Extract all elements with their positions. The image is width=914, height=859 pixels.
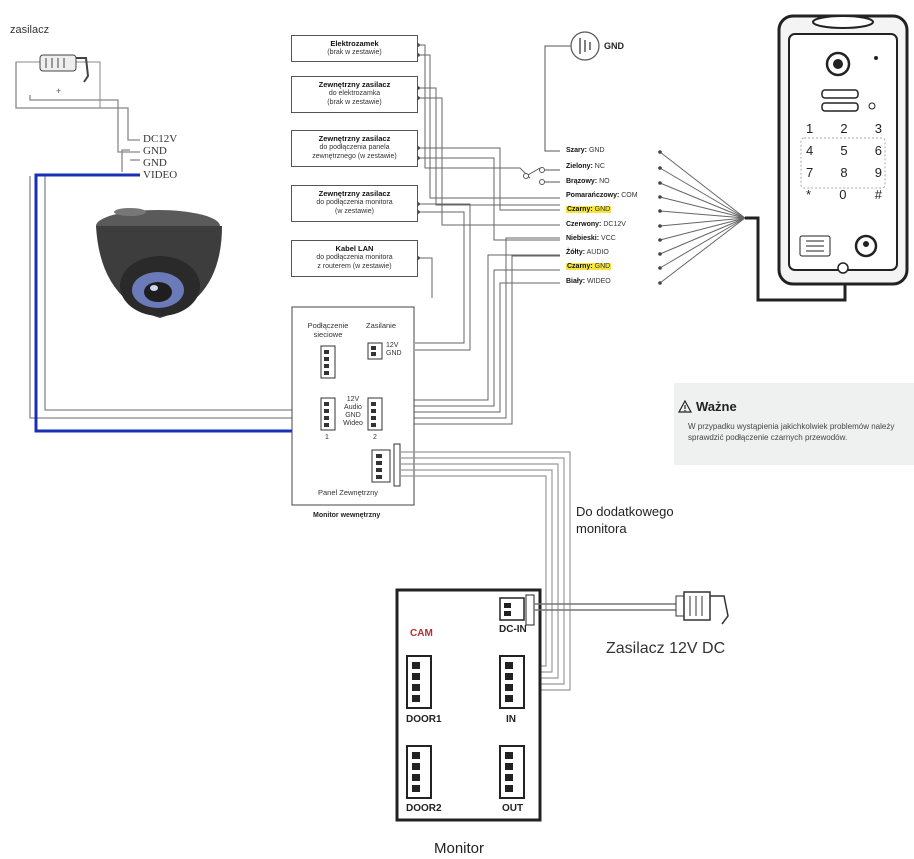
key: 8 [840,165,848,180]
out-label: OUT [502,803,524,814]
note-text: W przypadku wystąpienia jakichkolwiek pr… [688,422,895,442]
lock-psu-line2: (brak w zestawie) [327,99,382,106]
key: 1 [806,121,814,136]
wire-label: Szary: GND [566,147,605,154]
wire-label: Czarny: GND [566,206,612,213]
warning-icon [678,400,692,413]
key: 2 [840,121,848,136]
camera-pin-gnd-2: GND [143,157,167,169]
ground-symbol-icon [544,31,600,152]
camera-pin-dc12v: DC12V [143,133,178,145]
panel-psu-line1: do podłączenia panela [319,144,390,151]
key: # [874,187,882,202]
panel-label: Panel Zewnętrzny [318,488,379,497]
wire-label: Brązowy: NO [566,178,610,185]
cam-label: CAM [410,628,433,639]
monitor-unit [395,588,542,822]
wire-label: Czarny: GND [566,263,612,270]
video-wire [34,173,320,433]
lock-box: Elektrozamek (brak w zestawie) [291,35,418,62]
door1-label: DOOR1 [406,714,442,725]
camera-power-wires [15,62,320,419]
psu-label: zasilacz [10,24,50,36]
lan-line1: do podłączenia monitora [316,254,393,261]
key: 0 [839,187,847,202]
panel-psu-box: Zewnętrzny zasilacz do podłączenia panel… [291,130,418,167]
lan-line2: z routerem (w zestawie) [317,263,392,270]
key: 3 [874,121,882,136]
key: 7 [806,165,814,180]
key: 5 [840,143,848,158]
lan-title: Kabel LAN [335,244,374,253]
wire-label: Zielony: NC [566,163,605,170]
inner-monitor-caption: Monitor wewnętrzny [313,512,381,519]
wire-label: Pomarańczowy: COM [566,192,638,199]
monitor-psu-box: Zewnętrzny zasilacz do podłączenia monit… [291,185,418,222]
power-label: Zasilanie [366,321,397,330]
camera-pin-video: VIDEO [143,169,178,181]
wire-label: Czerwony: DC12V [566,221,626,228]
lock-title: Elektrozamek [330,39,379,48]
dcin-label: DC-IN [499,624,527,635]
door2-number: 2 [373,434,377,441]
note-title: Ważne [696,399,737,414]
lock-psu-line1: do elektrozamka [328,90,381,97]
camera-pin-labels: DC12V GND GND VIDEO [143,133,177,181]
key: 9 [874,165,882,180]
key: 6 [874,143,882,158]
relay-switch-icon [523,167,560,185]
plus-sign: + [56,86,62,96]
door-panel [777,14,909,286]
inner-monitor-unit [291,306,415,506]
panel-psu-title: Zewnętrzny zasilacz [318,134,391,143]
dc-plug-icon [534,591,729,625]
monitor-caption: Monitor [434,840,485,857]
monitor-psu-title: Zewnętrzny zasilacz [318,189,391,198]
wire-label: Biały: WIDEO [566,278,611,285]
camera-pin-gnd-1: GND [143,145,167,157]
wire-label: Żółty: AUDIO [566,249,609,256]
box-wires [412,44,560,425]
dome-camera-icon [96,208,222,318]
keypad: 1 2 3 4 5 6 7 8 9 * 0 # [806,118,882,206]
door1-number: 1 [325,434,329,441]
lock-text: (brak w zestawie) [327,49,382,56]
gnd-label: GND [604,41,624,51]
panel-psu-line2: zewnętrznego (w zestawie) [312,153,397,160]
monitor-psu-line2: (w zestawie) [335,208,374,215]
monitor-psu-line1: do podłączenia monitora [316,199,393,206]
wire-fan [659,151,847,302]
key: 4 [806,143,814,158]
in-label: IN [506,714,516,725]
lock-psu-box: Zewnętrzny zasilacz do elektrozamka (bra… [291,76,418,113]
important-note: Ważne W przypadku wystąpienia jakichkolw… [674,383,914,465]
key: * [806,187,812,202]
lock-psu-title: Zewnętrzny zasilacz [318,80,391,89]
wire-terminals [416,43,662,285]
door2-label: DOOR2 [406,803,442,814]
psu-12v-label: Zasilacz 12V DC [606,640,726,657]
wire-label: Niebieski: VCC [566,235,616,242]
lan-box: Kabel LAN do podłączenia monitora z rout… [291,240,418,277]
